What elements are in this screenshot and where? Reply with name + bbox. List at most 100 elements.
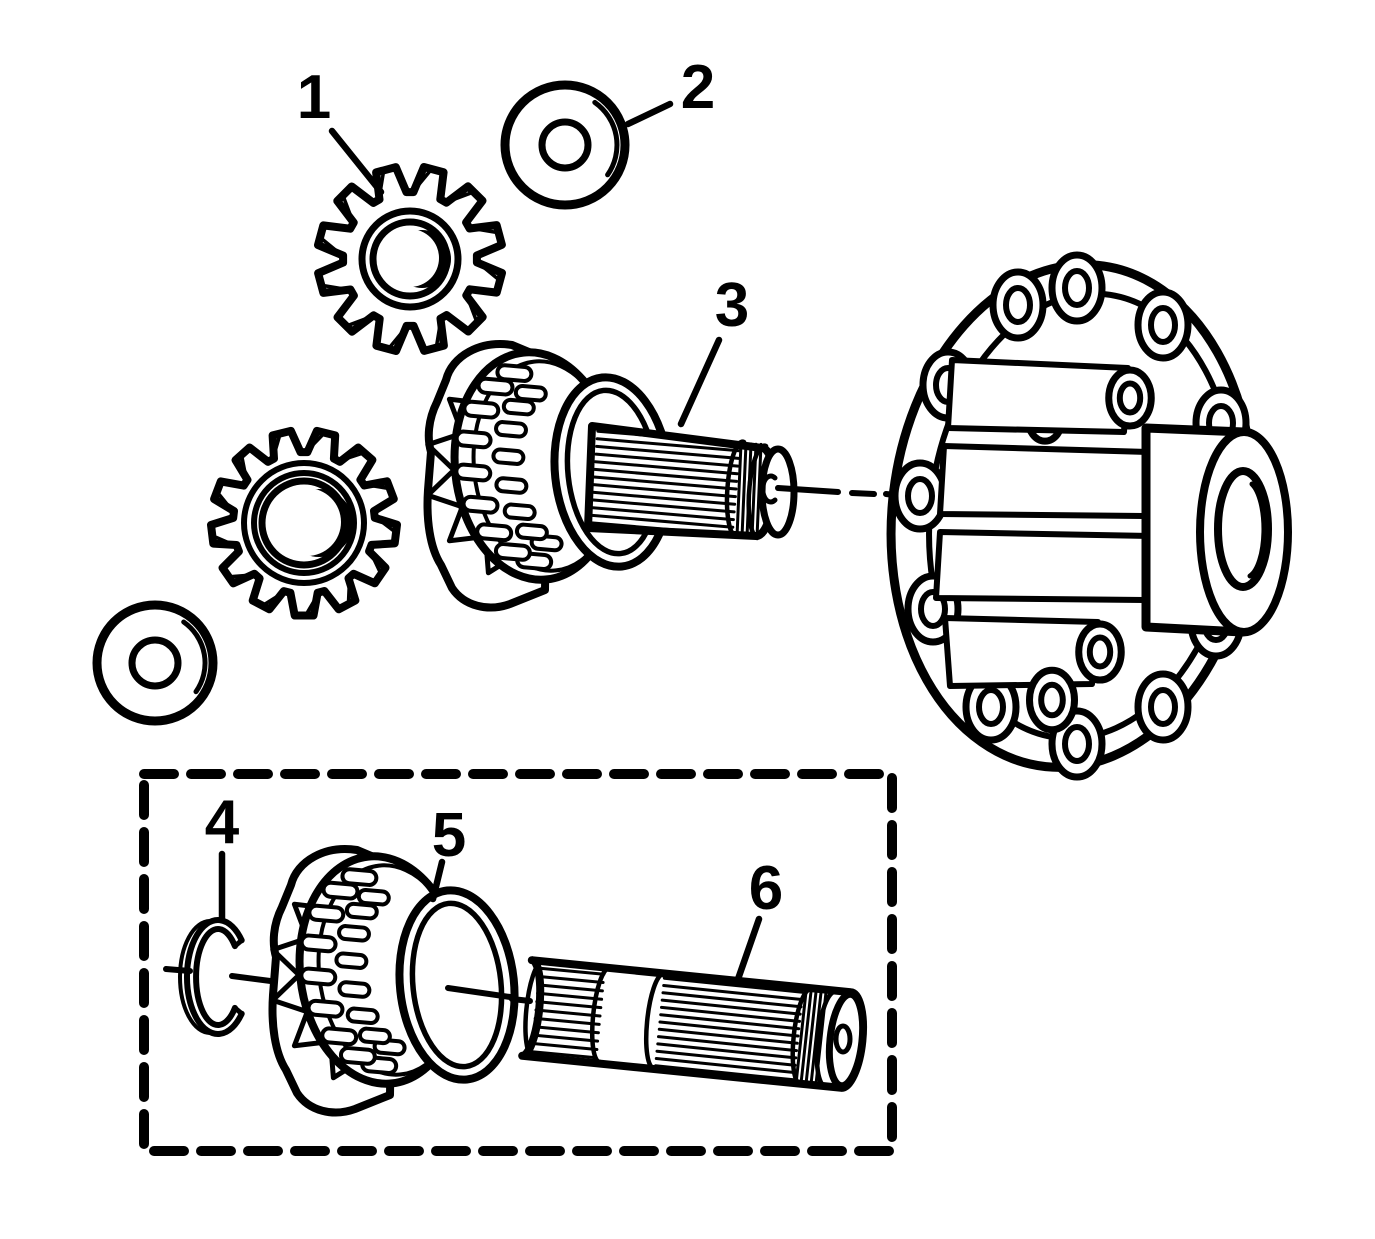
shaft3-splines-detail: [588, 521, 734, 537]
pinion-gear-1-detail: [358, 207, 462, 311]
shaft6-splines-left-detail: [537, 975, 605, 984]
gear3-bearing-slots-inner: [491, 383, 564, 553]
carrier-rib-end-bosses-detail: [1116, 380, 1144, 416]
gear3-bearing-slots-inner-detail: [513, 383, 548, 403]
shaft6-splines-main-detail: [660, 1005, 801, 1023]
pinion-gear-1-detail: [323, 284, 347, 291]
shaft6-splines-left-detail: [538, 966, 606, 976]
callout-1-label: 1: [297, 63, 331, 132]
gear3-bearing-slots-outer: [454, 363, 554, 571]
gear5-bearing-slots-outer-detail: [320, 1026, 359, 1047]
shaft3-splines-detail: [591, 490, 737, 506]
washer-lower-edge-arc: [181, 619, 208, 695]
shaft6-splines-left-detail: [534, 1008, 602, 1018]
gear5-bearing-slots-outer-detail: [299, 966, 338, 987]
pinion-gear-lower-detail: [368, 483, 388, 490]
gear3-bearing-slots-outer-detail: [475, 522, 514, 543]
carrier-bolt-bosses-detail: [1148, 687, 1178, 727]
gear5-bearing-slots-inner-detail: [356, 887, 391, 907]
detail-box-border: [139, 769, 897, 1156]
gear5-bearing-slots-outer-detail: [307, 903, 346, 924]
pinion-gear-lower-detail: [273, 488, 341, 556]
carrier-bolt-bosses-detail: [1062, 724, 1092, 764]
shaft6-splines-main-detail: [662, 984, 804, 1001]
shaft6-splines-left-detail: [531, 1042, 599, 1051]
pinion-gear-lower-detail: [305, 596, 318, 614]
carrier-rib-end-bosses-detail: [1086, 634, 1114, 670]
pinion-gear-1-detail: [381, 229, 439, 287]
centerline-dashes: [849, 490, 898, 498]
gear3-bearing-slots-inner-detail: [502, 502, 537, 522]
callout-2-label: 2: [681, 53, 715, 122]
gear5-bearing-slots-outer-detail: [306, 998, 345, 1019]
shaft3-collar-serrations-detail: [735, 442, 743, 539]
carrier-bolt-bosses-detail: [1148, 305, 1178, 345]
shaft3-splines: [588, 429, 742, 537]
thrust-washer-2: [500, 80, 630, 210]
callout-1-leader: [328, 127, 385, 196]
pinion-gear-1-detail: [467, 298, 478, 321]
pinion-gear-lower-detail: [214, 535, 233, 546]
carrier-rib-2: [937, 443, 1153, 519]
carrier-rib-1: [945, 357, 1131, 435]
differential-carrier: [886, 251, 1292, 781]
gear5-centerline-solid: [445, 985, 513, 1000]
gear3-bearing-slots-inner-detail: [491, 447, 526, 466]
shaft3-splines-detail: [589, 513, 735, 529]
carrier-rib-3: [933, 529, 1153, 603]
pinion-gear-lower-detail: [241, 460, 367, 586]
thrust-washer-lower: [92, 600, 218, 726]
gear3-bearing-slots-inner-detail: [494, 420, 528, 439]
shaft3-collar-serrations-detail: [740, 442, 748, 539]
gear5-bearing-slots-inner-detail: [345, 1006, 380, 1026]
shaft6-collar-edge-right: [814, 989, 838, 1089]
gear3-bearing-slots-outer-detail: [454, 462, 493, 483]
callout-3-label: 3: [715, 271, 749, 340]
shaft6-collar-serrations-detail: [794, 989, 808, 1085]
shaft6-splines-main-detail: [654, 1064, 796, 1082]
snap-ring-end-caps: [232, 937, 245, 1017]
callout-4-label: 4: [205, 788, 240, 857]
shaft3-splines-detail: [590, 498, 736, 514]
gear3-bearing-slots-inner-detail: [514, 522, 549, 542]
side-gear-bearing-5: [268, 845, 533, 1117]
gear5-bearing-slots-outer-detail: [340, 867, 379, 887]
gear3-bearing-slots-inner-detail: [494, 476, 529, 495]
shaft6-left-end-arc: [523, 959, 545, 1059]
pinion-gear-1-detail: [389, 328, 406, 348]
shaft3-collar-edge-left: [724, 439, 747, 539]
gear3-bearing-slots-outer-detail: [462, 399, 501, 420]
shaft3-splines-detail: [592, 475, 738, 491]
gear5-bearing-slots-inner-detail: [344, 901, 379, 921]
shaft6-splines-main: [654, 976, 804, 1082]
shaft6-groove-arc-1: [589, 965, 612, 1065]
shaft3-centerline-solid: [775, 485, 841, 495]
shaft6-splines-left: [530, 966, 606, 1060]
carrier-bolt-bosses-detail: [976, 687, 1006, 727]
shaft6-splines-left-detail: [536, 991, 604, 1001]
shaft6-splines-left-detail: [530, 1050, 598, 1060]
shaft3-center-hole: [760, 473, 778, 505]
shaft6-splines-main-detail: [656, 1042, 798, 1060]
gear5-bearing-slots-outer-detail: [299, 933, 338, 954]
shaft3-splines-detail: [593, 467, 739, 483]
snap-ring-inner-arc: [193, 926, 238, 1028]
carrier-rib-end-bosses: [1026, 366, 1155, 734]
carrier-rib-4: [942, 615, 1101, 689]
washer-lower-hole: [128, 636, 182, 690]
shaft6-splines-main-detail: [654, 1057, 796, 1074]
gear3-bearing-slots-outer-detail: [493, 542, 532, 562]
shaft6-splines-main-detail: [659, 1013, 801, 1031]
pinion-gear-1-detail: [342, 197, 353, 220]
gear5-bearing-slots-outer-detail: [321, 880, 360, 901]
shaft3-splines-detail: [596, 429, 742, 445]
pinion-gear-1-detail: [473, 227, 497, 234]
shaft6-splines-main-detail: [657, 1027, 799, 1045]
callouts: 1 2 3 4 5 6: [205, 53, 783, 986]
pinion-gear-lower-detail: [370, 554, 382, 573]
shaft3-splines-detail: [595, 444, 741, 460]
callout-5-label: 5: [432, 801, 466, 870]
pinion-gear-lower: [207, 426, 401, 620]
callout-5-leader: [429, 858, 446, 903]
shaft3-end-cap: [758, 445, 798, 539]
